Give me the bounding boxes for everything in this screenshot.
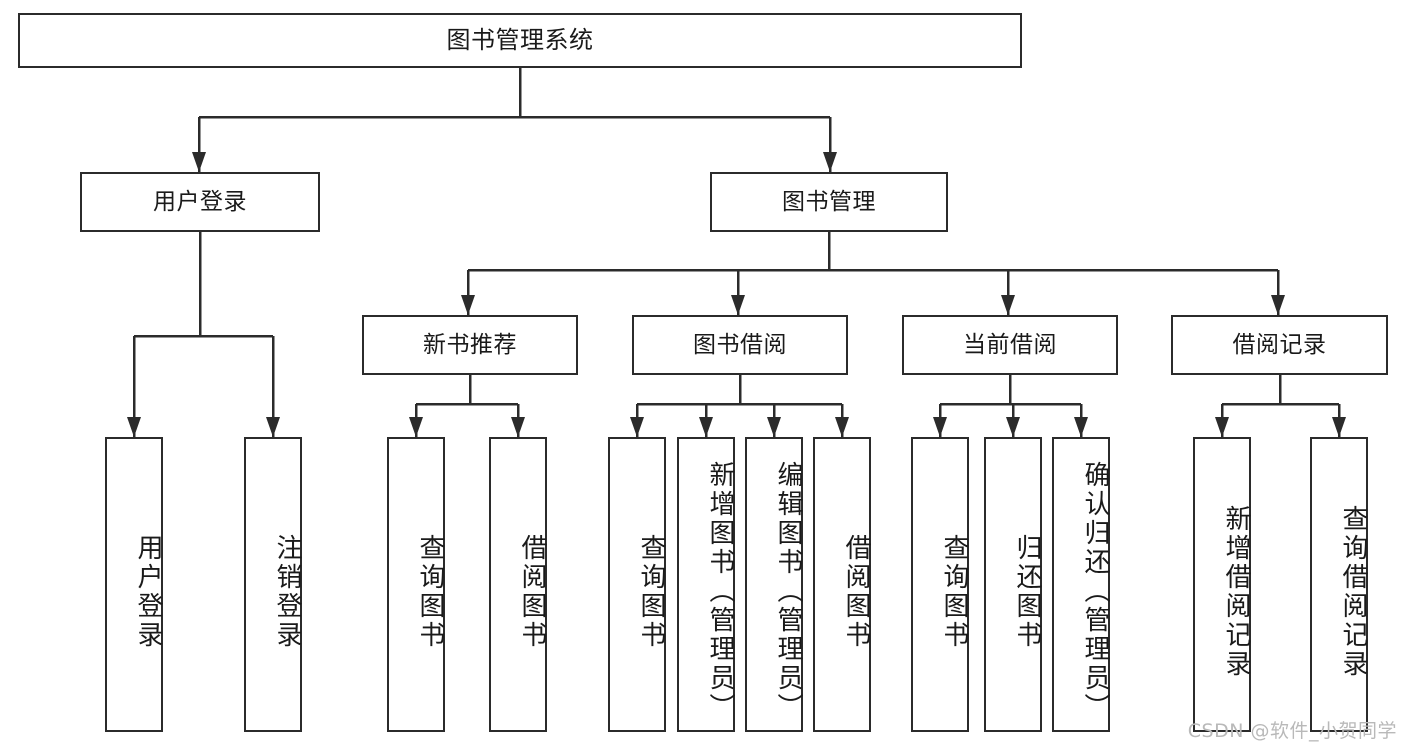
arrowhead — [266, 417, 280, 437]
arrowhead — [699, 417, 713, 437]
arrowhead — [1332, 417, 1346, 437]
node-leaf-8[interactable]: 查询图书 — [911, 437, 969, 732]
node-label: 查询借阅记录 — [1338, 504, 1368, 679]
watermark-label: CSDN @软件_小贺同学 — [1187, 720, 1397, 742]
node-leaf-0[interactable]: 用户登录 — [105, 437, 163, 732]
arrowhead — [767, 417, 781, 437]
node-label: 编辑图书（管理员） — [773, 461, 803, 722]
node-label: 查询图书 — [636, 533, 666, 650]
node-label: 借阅记录 — [1232, 331, 1327, 358]
node-root-E59BBEE4B9A6E7AEA1E79086E7B3BBE7BB9F[interactable]: 图书管理系统 — [18, 13, 1022, 68]
node-level2-E794A8E688B7E799BBE5BD95[interactable]: 用户登录 — [80, 172, 320, 232]
arrowhead — [823, 152, 837, 172]
arrowhead — [933, 417, 947, 437]
node-label: 注销登录 — [272, 533, 302, 650]
node-leaf-3[interactable]: 借阅图书 — [489, 437, 547, 732]
node-label: 新增借阅记录 — [1221, 504, 1251, 679]
arrowhead — [1001, 295, 1015, 315]
node-label: 归还图书 — [1012, 533, 1042, 650]
node-label: 用户登录 — [153, 188, 247, 215]
node-label: 确认归还（管理员） — [1080, 461, 1110, 722]
node-label: 图书借阅 — [693, 331, 787, 358]
arrowhead — [1215, 417, 1229, 437]
node-label: 新增图书（管理员） — [705, 461, 735, 722]
node-level3-E59BBEE4B9A6E5809FE99885[interactable]: 图书借阅 — [632, 315, 848, 375]
node-leaf-12[interactable]: 查询借阅记录 — [1310, 437, 1368, 732]
node-level2-E59BBEE4B9A6E7AEA1E79086[interactable]: 图书管理 — [710, 172, 948, 232]
arrowhead — [1006, 417, 1020, 437]
node-level3-E5809FE99885E8AEB0E5BD95[interactable]: 借阅记录 — [1171, 315, 1388, 375]
node-label: 图书管理系统 — [446, 25, 594, 54]
node-label: 当前借阅 — [963, 331, 1057, 358]
arrowhead — [630, 417, 644, 437]
node-label: 查询图书 — [939, 533, 969, 650]
node-leaf-6[interactable]: 编辑图书（管理员） — [745, 437, 803, 732]
node-leaf-11[interactable]: 新增借阅记录 — [1193, 437, 1251, 732]
arrowhead — [731, 295, 745, 315]
node-level3-E5BD93E5898DE5809FE99885[interactable]: 当前借阅 — [902, 315, 1118, 375]
node-leaf-9[interactable]: 归还图书 — [984, 437, 1042, 732]
node-leaf-4[interactable]: 查询图书 — [608, 437, 666, 732]
node-leaf-10[interactable]: 确认归还（管理员） — [1052, 437, 1110, 732]
arrowhead — [409, 417, 423, 437]
node-label: 查询图书 — [415, 533, 445, 650]
arrowhead — [461, 295, 475, 315]
node-leaf-5[interactable]: 新增图书（管理员） — [677, 437, 735, 732]
node-leaf-7[interactable]: 借阅图书 — [813, 437, 871, 732]
arrowhead — [835, 417, 849, 437]
arrowhead — [127, 417, 141, 437]
node-label: 借阅图书 — [841, 533, 871, 650]
node-label: 用户登录 — [133, 533, 163, 650]
node-leaf-2[interactable]: 查询图书 — [387, 437, 445, 732]
node-label: 图书管理 — [782, 188, 876, 215]
arrowhead — [1074, 417, 1088, 437]
node-level3-E696B0E4B9A6E68EA8E88D90[interactable]: 新书推荐 — [362, 315, 578, 375]
arrowhead — [511, 417, 525, 437]
arrowhead — [192, 152, 206, 172]
node-leaf-1[interactable]: 注销登录 — [244, 437, 302, 732]
node-label: 新书推荐 — [423, 331, 517, 358]
node-label: 借阅图书 — [517, 533, 547, 650]
arrowhead — [1271, 295, 1285, 315]
